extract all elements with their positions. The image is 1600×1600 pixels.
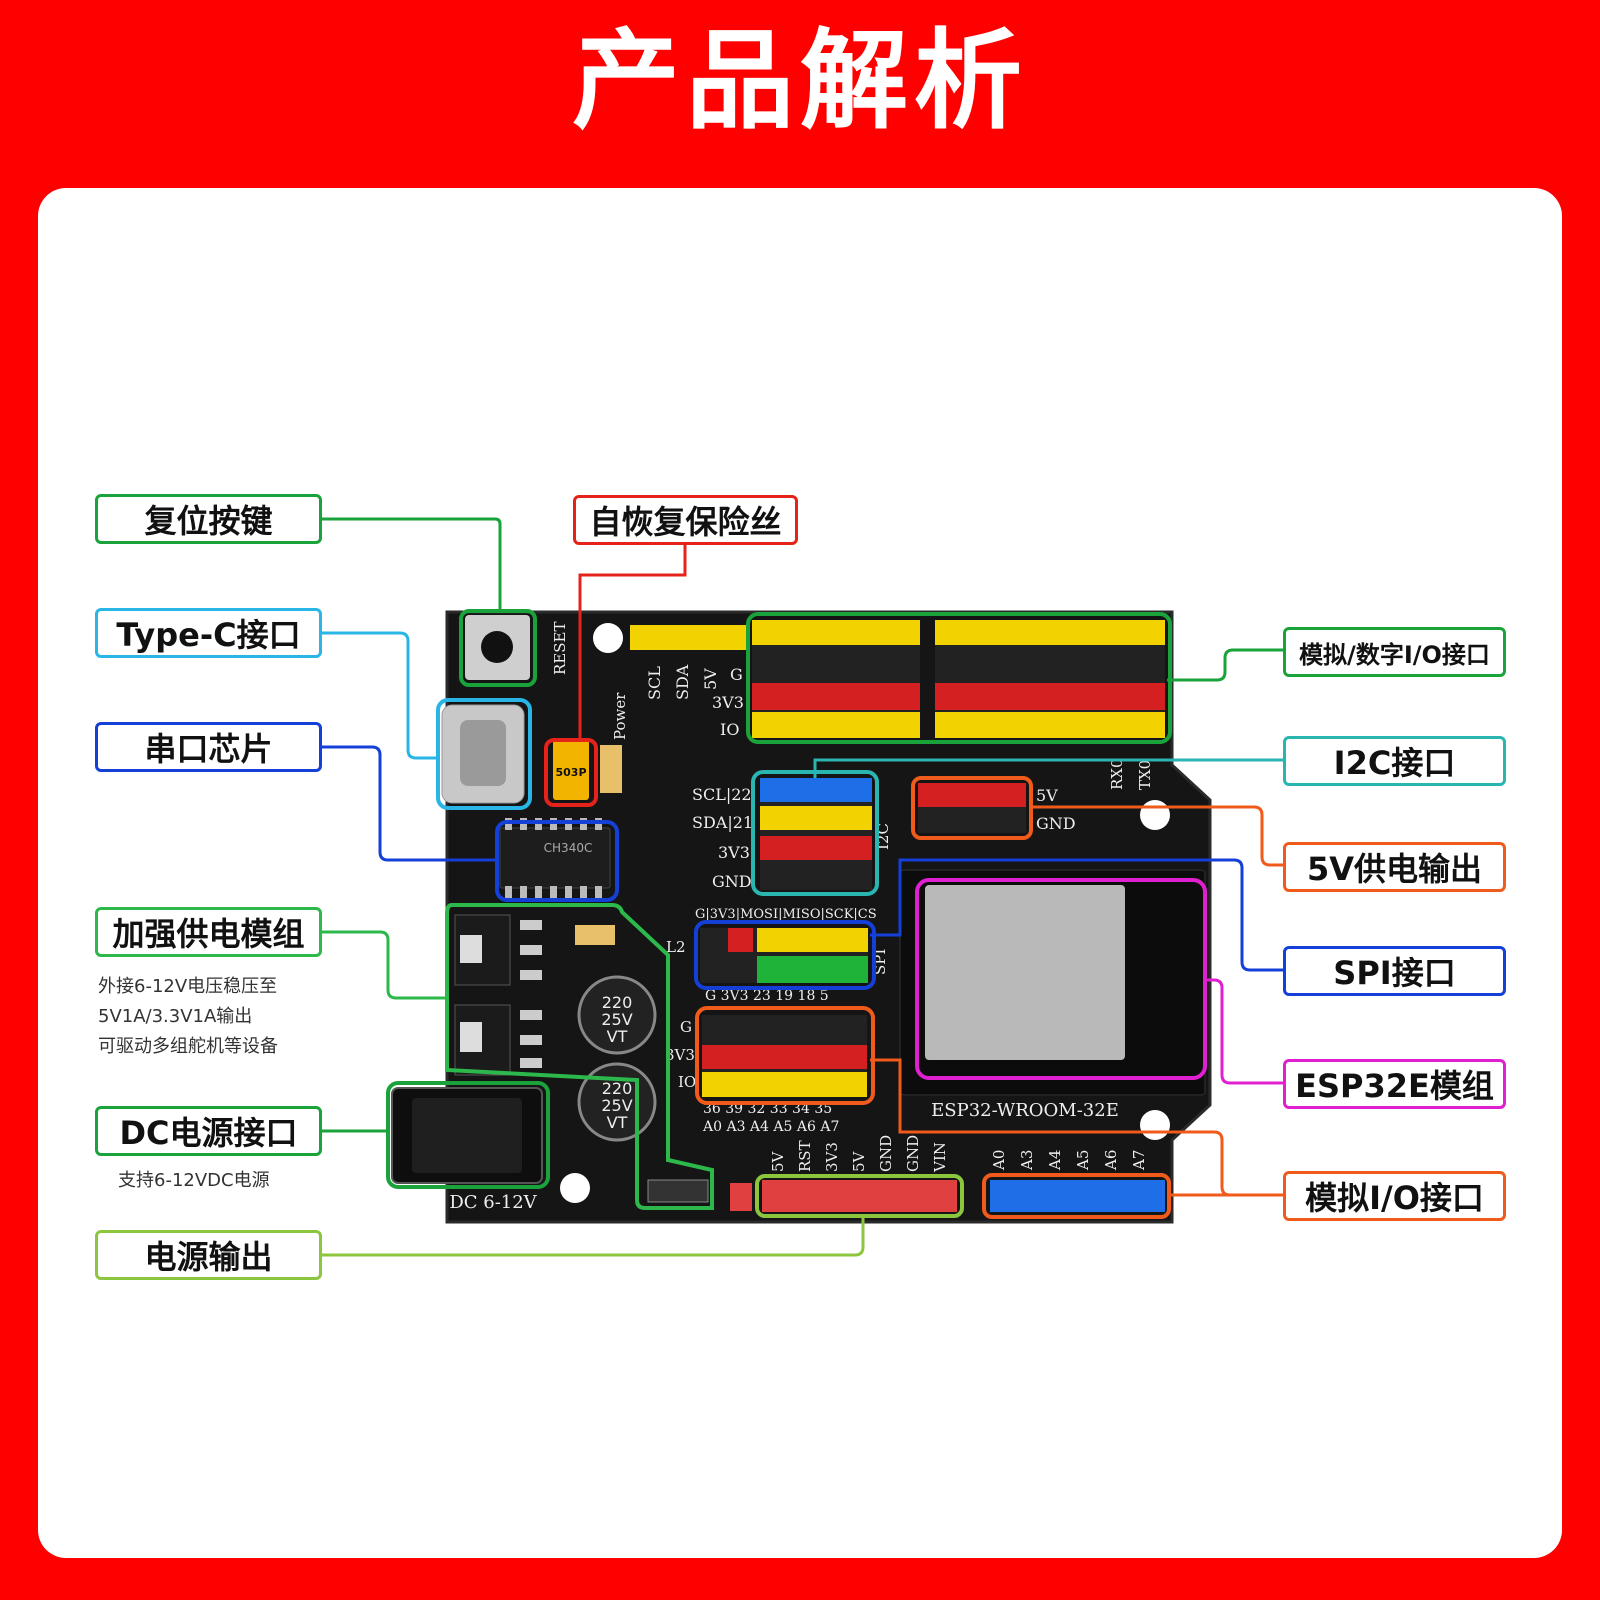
power-module-note-1: 外接6-12V电压稳压至 bbox=[98, 976, 278, 997]
capacitor: 220 25V VT bbox=[577, 1062, 657, 1142]
svg-text:SDA: SDA bbox=[673, 664, 692, 700]
callout-reset: 复位按键 bbox=[95, 494, 322, 544]
svg-text:GND: GND bbox=[1036, 814, 1076, 833]
callout-io-header: 模拟/数字I/O接口 bbox=[1283, 627, 1506, 677]
callout-typec: Type-C接口 bbox=[95, 608, 322, 658]
mount-hole bbox=[560, 1173, 590, 1203]
pin-label: VIN bbox=[931, 1142, 949, 1173]
callout-fuse: 自恢复保险丝 bbox=[573, 495, 798, 545]
fuse-code: 503P bbox=[555, 766, 586, 779]
pin-label: A4 bbox=[1046, 1150, 1064, 1171]
svg-text:220: 220 bbox=[602, 1079, 633, 1098]
svg-text:IO: IO bbox=[720, 720, 739, 739]
svg-text:L2: L2 bbox=[666, 938, 686, 956]
svg-text:G 3V3 23 19 18 5: G 3V3 23 19 18 5 bbox=[705, 988, 829, 1004]
svg-text:25V: 25V bbox=[601, 1096, 632, 1115]
page-title: 产品解析 bbox=[571, 19, 1028, 144]
svg-text:G: G bbox=[680, 1018, 692, 1036]
pin-label: 5V bbox=[850, 1150, 868, 1172]
svg-text:5V: 5V bbox=[1036, 786, 1058, 805]
pin-label: A6 bbox=[1102, 1150, 1120, 1171]
svg-text:RX0: RX0 bbox=[1108, 758, 1126, 790]
svg-text:G|3V3|MOSI|MISO|SCK|CS: G|3V3|MOSI|MISO|SCK|CS bbox=[695, 907, 877, 922]
svg-text:SDA|21: SDA|21 bbox=[692, 813, 753, 832]
svg-text:220: 220 bbox=[602, 993, 633, 1012]
callout-spi: SPI接口 bbox=[1283, 946, 1506, 996]
fuse bbox=[553, 740, 589, 800]
pin-label: A7 bbox=[1130, 1150, 1148, 1171]
mount-hole bbox=[1140, 800, 1170, 830]
dc-jack-note: 支持6-12VDC电源 bbox=[118, 1170, 270, 1191]
pin-label: RST bbox=[796, 1140, 814, 1172]
pin-label: A3 bbox=[1018, 1150, 1036, 1171]
serial-chip bbox=[499, 827, 611, 889]
svg-text:IO: IO bbox=[678, 1073, 696, 1091]
svg-text:TX0: TX0 bbox=[1136, 760, 1154, 790]
callout-i2c: I2C接口 bbox=[1283, 736, 1506, 786]
svg-text:3V3: 3V3 bbox=[665, 1046, 695, 1064]
power-module-note-2: 5V1A/3.3V1A输出 bbox=[98, 1006, 253, 1027]
svg-text:G: G bbox=[730, 665, 743, 684]
capacitor: 220 25V VT bbox=[577, 975, 657, 1055]
power-pin-labels: 5V RST 3V3 5V GND GND VIN bbox=[769, 1135, 949, 1173]
svg-text:25V: 25V bbox=[601, 1010, 632, 1029]
svg-text:VT: VT bbox=[607, 1027, 628, 1046]
chip-text: CH340C bbox=[544, 841, 593, 855]
power-module-note-3: 可驱动多组舵机等设备 bbox=[98, 1036, 278, 1057]
power-silk: Power bbox=[611, 692, 629, 740]
svg-text:5V: 5V bbox=[701, 668, 720, 690]
dc-silk: DC 6-12V bbox=[449, 1192, 537, 1213]
svg-text:3V3: 3V3 bbox=[712, 693, 744, 712]
pin-label: GND bbox=[877, 1135, 895, 1172]
pin-label: 3V3 bbox=[823, 1142, 841, 1172]
pin-label: A5 bbox=[1074, 1150, 1092, 1171]
svg-text:SCL: SCL bbox=[645, 666, 664, 700]
callout-5v-out: 5V供电输出 bbox=[1283, 842, 1506, 892]
svg-text:A0 A3 A4 A5 A6 A7: A0 A3 A4 A5 A6 A7 bbox=[702, 1119, 839, 1135]
mount-hole bbox=[1140, 1110, 1170, 1140]
pin-label: 5V bbox=[769, 1150, 787, 1172]
pin-label: GND bbox=[904, 1135, 922, 1172]
analog-pin-labels: A0 A3 A4 A5 A6 A7 bbox=[990, 1150, 1148, 1171]
svg-text:GND: GND bbox=[712, 872, 752, 891]
callout-analog: 模拟I/O接口 bbox=[1283, 1171, 1506, 1221]
module-name: ESP32-WROOM-32E bbox=[931, 1100, 1119, 1121]
svg-text:SCL|22: SCL|22 bbox=[692, 785, 752, 804]
svg-text:VT: VT bbox=[607, 1113, 628, 1132]
callout-dc-jack: DC电源接口 bbox=[95, 1106, 322, 1156]
reset-silk: RESET bbox=[551, 622, 569, 675]
callout-power-module: 加强供电模组 bbox=[95, 907, 322, 957]
callout-serial: 串口芯片 bbox=[95, 722, 322, 772]
svg-text:3V3: 3V3 bbox=[718, 843, 750, 862]
mount-hole bbox=[593, 623, 623, 653]
callout-esp32: ESP32E模组 bbox=[1283, 1059, 1506, 1109]
callout-power-out: 电源输出 bbox=[95, 1230, 322, 1280]
pin-label: A0 bbox=[990, 1150, 1008, 1171]
